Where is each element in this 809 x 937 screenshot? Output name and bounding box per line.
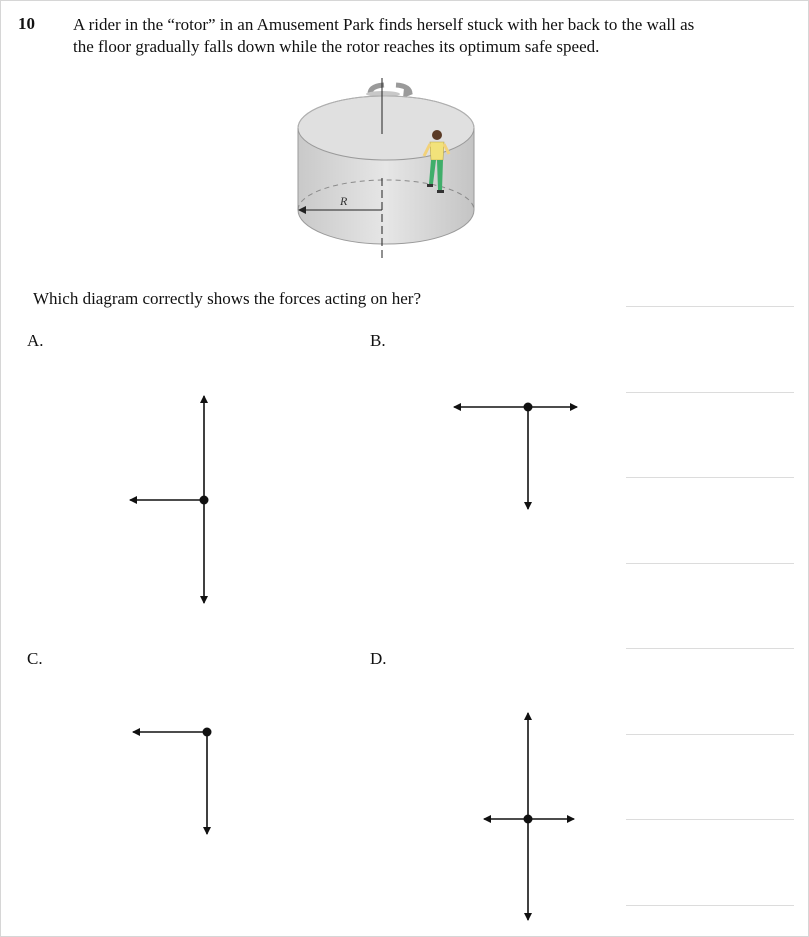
question-prompt: Which diagram correctly shows the forces…: [33, 289, 422, 308]
rotor-figure: R: [286, 78, 486, 268]
answer-line: [626, 392, 794, 393]
question-text-line2: the floor gradually falls down while the…: [73, 37, 600, 56]
answer-line: [626, 734, 794, 735]
answer-line: [626, 648, 794, 649]
option-d-diagram[interactable]: [483, 712, 575, 921]
radius-label: R: [339, 194, 348, 208]
question-text: A rider in the “rotor” in an Amusement P…: [73, 14, 773, 58]
option-d-label[interactable]: D.: [370, 649, 387, 668]
force-point-dot: [523, 402, 533, 412]
option-a-diagram[interactable]: [129, 395, 209, 604]
answer-line: [626, 477, 794, 478]
rotor-illustration: R: [297, 78, 475, 258]
answer-line: [626, 306, 794, 307]
option-b-label[interactable]: B.: [370, 331, 386, 350]
question-number: 10: [18, 14, 35, 33]
force-point-dot: [523, 814, 533, 824]
option-a-label[interactable]: A.: [27, 331, 44, 350]
option-c-diagram[interactable]: [132, 727, 212, 835]
answer-line: [626, 819, 794, 820]
option-b-diagram[interactable]: [453, 402, 578, 510]
rotation-arrow-icon: [366, 82, 413, 98]
answer-line: [626, 563, 794, 564]
rider-figure: [422, 130, 451, 193]
option-c-label[interactable]: C.: [27, 649, 43, 668]
question-text-line1: A rider in the “rotor” in an Amusement P…: [73, 15, 695, 34]
force-point-dot: [199, 495, 209, 505]
force-point-dot: [202, 727, 212, 737]
answer-line: [626, 905, 794, 906]
